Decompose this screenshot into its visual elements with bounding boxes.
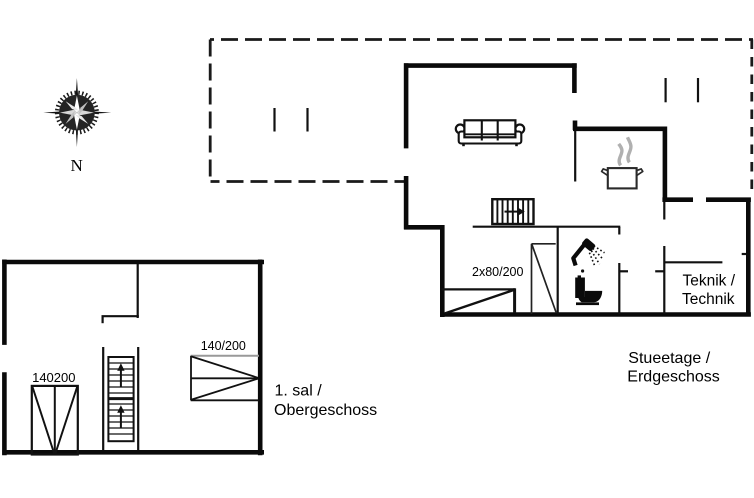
svg-text:140/200: 140/200 [201, 339, 246, 353]
svg-text:Erdgeschoss: Erdgeschoss [627, 368, 720, 385]
svg-text:140200: 140200 [32, 370, 75, 385]
svg-text:2x80/200: 2x80/200 [472, 265, 523, 279]
svg-text:Obergeschoss: Obergeschoss [274, 402, 377, 419]
svg-text:Teknik /: Teknik / [683, 272, 736, 289]
svg-text:Technik: Technik [682, 291, 735, 308]
svg-text:N: N [71, 156, 83, 175]
svg-text:Stueetage /: Stueetage / [628, 350, 710, 367]
svg-text:1. sal /: 1. sal / [275, 383, 323, 400]
